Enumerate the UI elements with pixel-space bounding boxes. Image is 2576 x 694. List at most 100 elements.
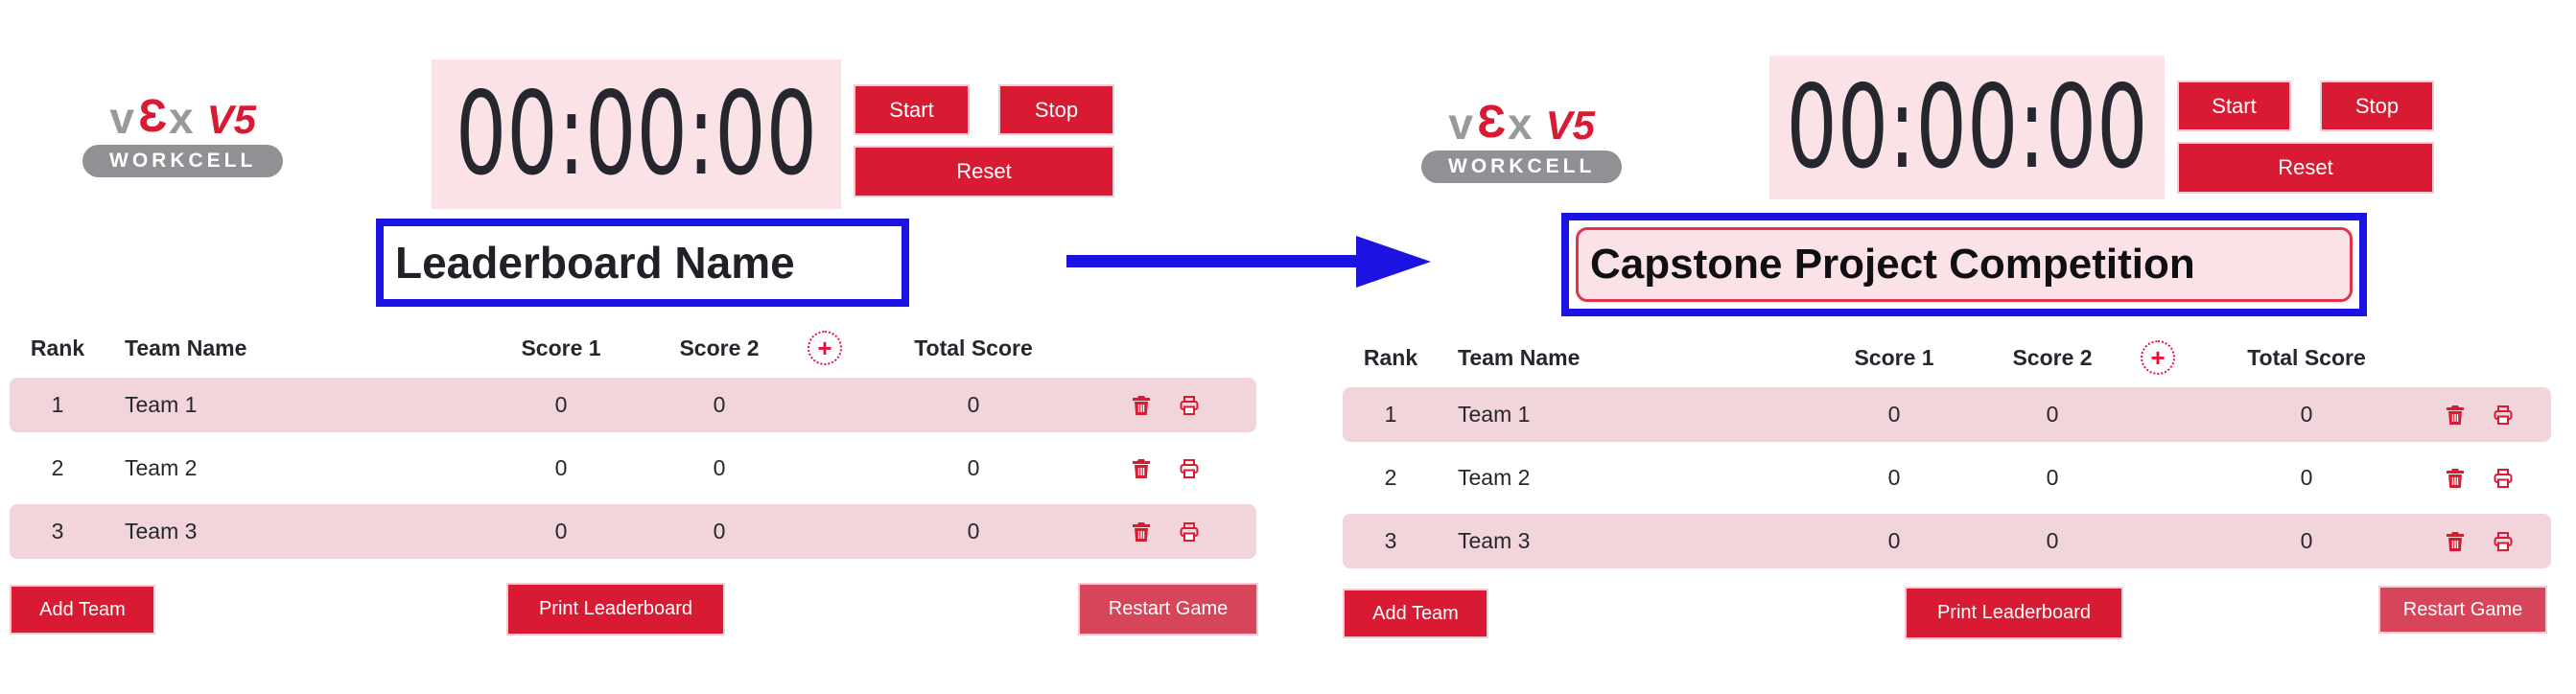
timer-value: 00:00:00 [455,67,818,201]
header-team-name: Team Name [125,335,247,360]
restart-game-button[interactable]: Restart Game [1078,583,1258,636]
rank-cell: 2 [1384,465,1397,490]
logo-v5: V5 [1545,103,1595,148]
delete-team-button[interactable] [1130,394,1153,417]
printer-icon [2494,405,2513,425]
rank-cell: 2 [51,455,64,480]
printer-icon [1180,458,1199,478]
add-team-button[interactable]: Add Team [1343,589,1488,638]
logo-v5: V5 [206,97,256,142]
vex-v5-workcell-logo: v Ɛ x V5 WORKCELL [82,91,284,177]
plus-icon: + [817,334,832,362]
trash-icon [1133,521,1150,542]
print-team-button[interactable] [1178,520,1201,544]
timer-controls: Start Stop Reset [2177,81,2434,194]
table-row: 1 Team 1 0 0 0 [1343,387,2551,442]
reset-button[interactable]: Reset [854,146,1114,197]
workcell-badge: WORKCELL [82,145,284,177]
score2-cell[interactable]: 0 [713,455,726,480]
timer-display: 00:00:00 [1769,56,2165,199]
print-team-button[interactable] [1178,394,1201,417]
team-name-cell[interactable]: Team 3 [125,519,198,544]
timer-controls: Start Stop Reset [854,84,1114,197]
workcell-badge: WORKCELL [1421,150,1623,183]
header-rank: Rank [1363,344,1418,370]
logo-letter: Ɛ [137,91,168,142]
restart-game-button[interactable]: Restart Game [2378,586,2547,634]
team-name-cell[interactable]: Team 2 [125,455,198,480]
team-name-cell[interactable]: Team 2 [1458,465,1531,490]
score1-cell[interactable]: 0 [554,519,568,544]
score2-cell[interactable]: 0 [2046,528,2059,553]
leaderboard-panel-before: v Ɛ x V5 WORKCELL 00:00:00 Start Stop Re… [0,0,1266,694]
header-team-name: Team Name [1458,344,1581,370]
rank-cell: 1 [1384,402,1397,427]
team-name-cell[interactable]: Team 1 [1458,402,1531,427]
delete-team-button[interactable] [1130,457,1153,480]
leaderboard-panel-after: v Ɛ x V5 WORKCELL 00:00:00 Start Stop Re… [1323,0,2576,694]
table-row: 1 Team 1 0 0 0 [10,378,1256,432]
logo-letter: x [1508,99,1534,149]
leaderboard-name-field[interactable]: Leaderboard Name [395,238,795,288]
timer-value: 00:00:00 [1786,60,2148,195]
delete-team-button[interactable] [2444,530,2467,553]
score1-cell[interactable]: 0 [554,455,568,480]
print-leaderboard-button[interactable]: Print Leaderboard [1905,587,2123,639]
score1-cell[interactable]: 0 [1887,528,1901,553]
table-row: 2 Team 2 0 0 0 [10,441,1256,496]
header-score1: Score 1 [1854,344,1934,370]
total-score-cell: 0 [2300,402,2313,427]
add-team-button[interactable]: Add Team [10,585,155,635]
trash-icon [1133,458,1150,478]
team-name-cell[interactable]: Team 1 [125,392,198,417]
leaderboard-name-input[interactable]: Capstone Project Competition [1576,227,2353,302]
start-button[interactable]: Start [2177,81,2291,131]
timer-display: 00:00:00 [432,59,841,209]
team-name-cell[interactable]: Team 3 [1458,528,1531,553]
score1-cell[interactable]: 0 [1887,402,1901,427]
table-header-row: Rank Team Name Score 1 Score 2 + Total S… [10,326,1256,370]
rank-cell: 1 [51,392,64,417]
print-team-button[interactable] [2492,467,2515,490]
score2-cell[interactable]: 0 [2046,465,2059,490]
stop-button[interactable]: Stop [2320,81,2434,131]
print-team-button[interactable] [1178,457,1201,480]
before-to-after-arrow [1066,255,1357,267]
add-score-column-button[interactable]: + [2141,340,2175,375]
annotation-highlight-box: Leaderboard Name [376,219,909,307]
annotation-highlight-box: Capstone Project Competition [1561,213,2367,316]
score2-cell[interactable]: 0 [713,392,726,417]
logo-letter: Ɛ [1476,97,1507,148]
total-score-cell: 0 [967,519,980,544]
header-score2: Score 2 [679,335,760,360]
printer-icon [2494,468,2513,488]
logo-letter: v [1448,99,1475,149]
printer-icon [1180,521,1199,542]
delete-team-button[interactable] [1130,520,1153,544]
trash-icon [2447,531,2464,551]
trash-icon [1133,395,1150,415]
total-score-cell: 0 [2300,465,2313,490]
leaderboard-table: Rank Team Name Score 1 Score 2 + Total S… [10,326,1256,567]
header-score1: Score 1 [521,335,601,360]
print-leaderboard-button[interactable]: Print Leaderboard [506,583,725,636]
delete-team-button[interactable] [2444,467,2467,490]
print-team-button[interactable] [2492,404,2515,427]
stop-button[interactable]: Stop [998,84,1114,135]
add-score-column-button[interactable]: + [808,331,842,365]
score1-cell[interactable]: 0 [1887,465,1901,490]
total-score-cell: 0 [967,455,980,480]
table-row: 2 Team 2 0 0 0 [1343,451,2551,505]
delete-team-button[interactable] [2444,404,2467,427]
vex-v5-workcell-logo: v Ɛ x V5 WORKCELL [1421,97,1623,183]
score1-cell[interactable]: 0 [554,392,568,417]
table-row: 3 Team 3 0 0 0 [1343,514,2551,568]
print-team-button[interactable] [2492,530,2515,553]
vex-logo-wordmark: v Ɛ x V5 [1448,97,1595,149]
reset-button[interactable]: Reset [2177,142,2434,194]
score2-cell[interactable]: 0 [713,519,726,544]
start-button[interactable]: Start [854,84,970,135]
score2-cell[interactable]: 0 [2046,402,2059,427]
plus-icon: + [2150,343,2166,372]
